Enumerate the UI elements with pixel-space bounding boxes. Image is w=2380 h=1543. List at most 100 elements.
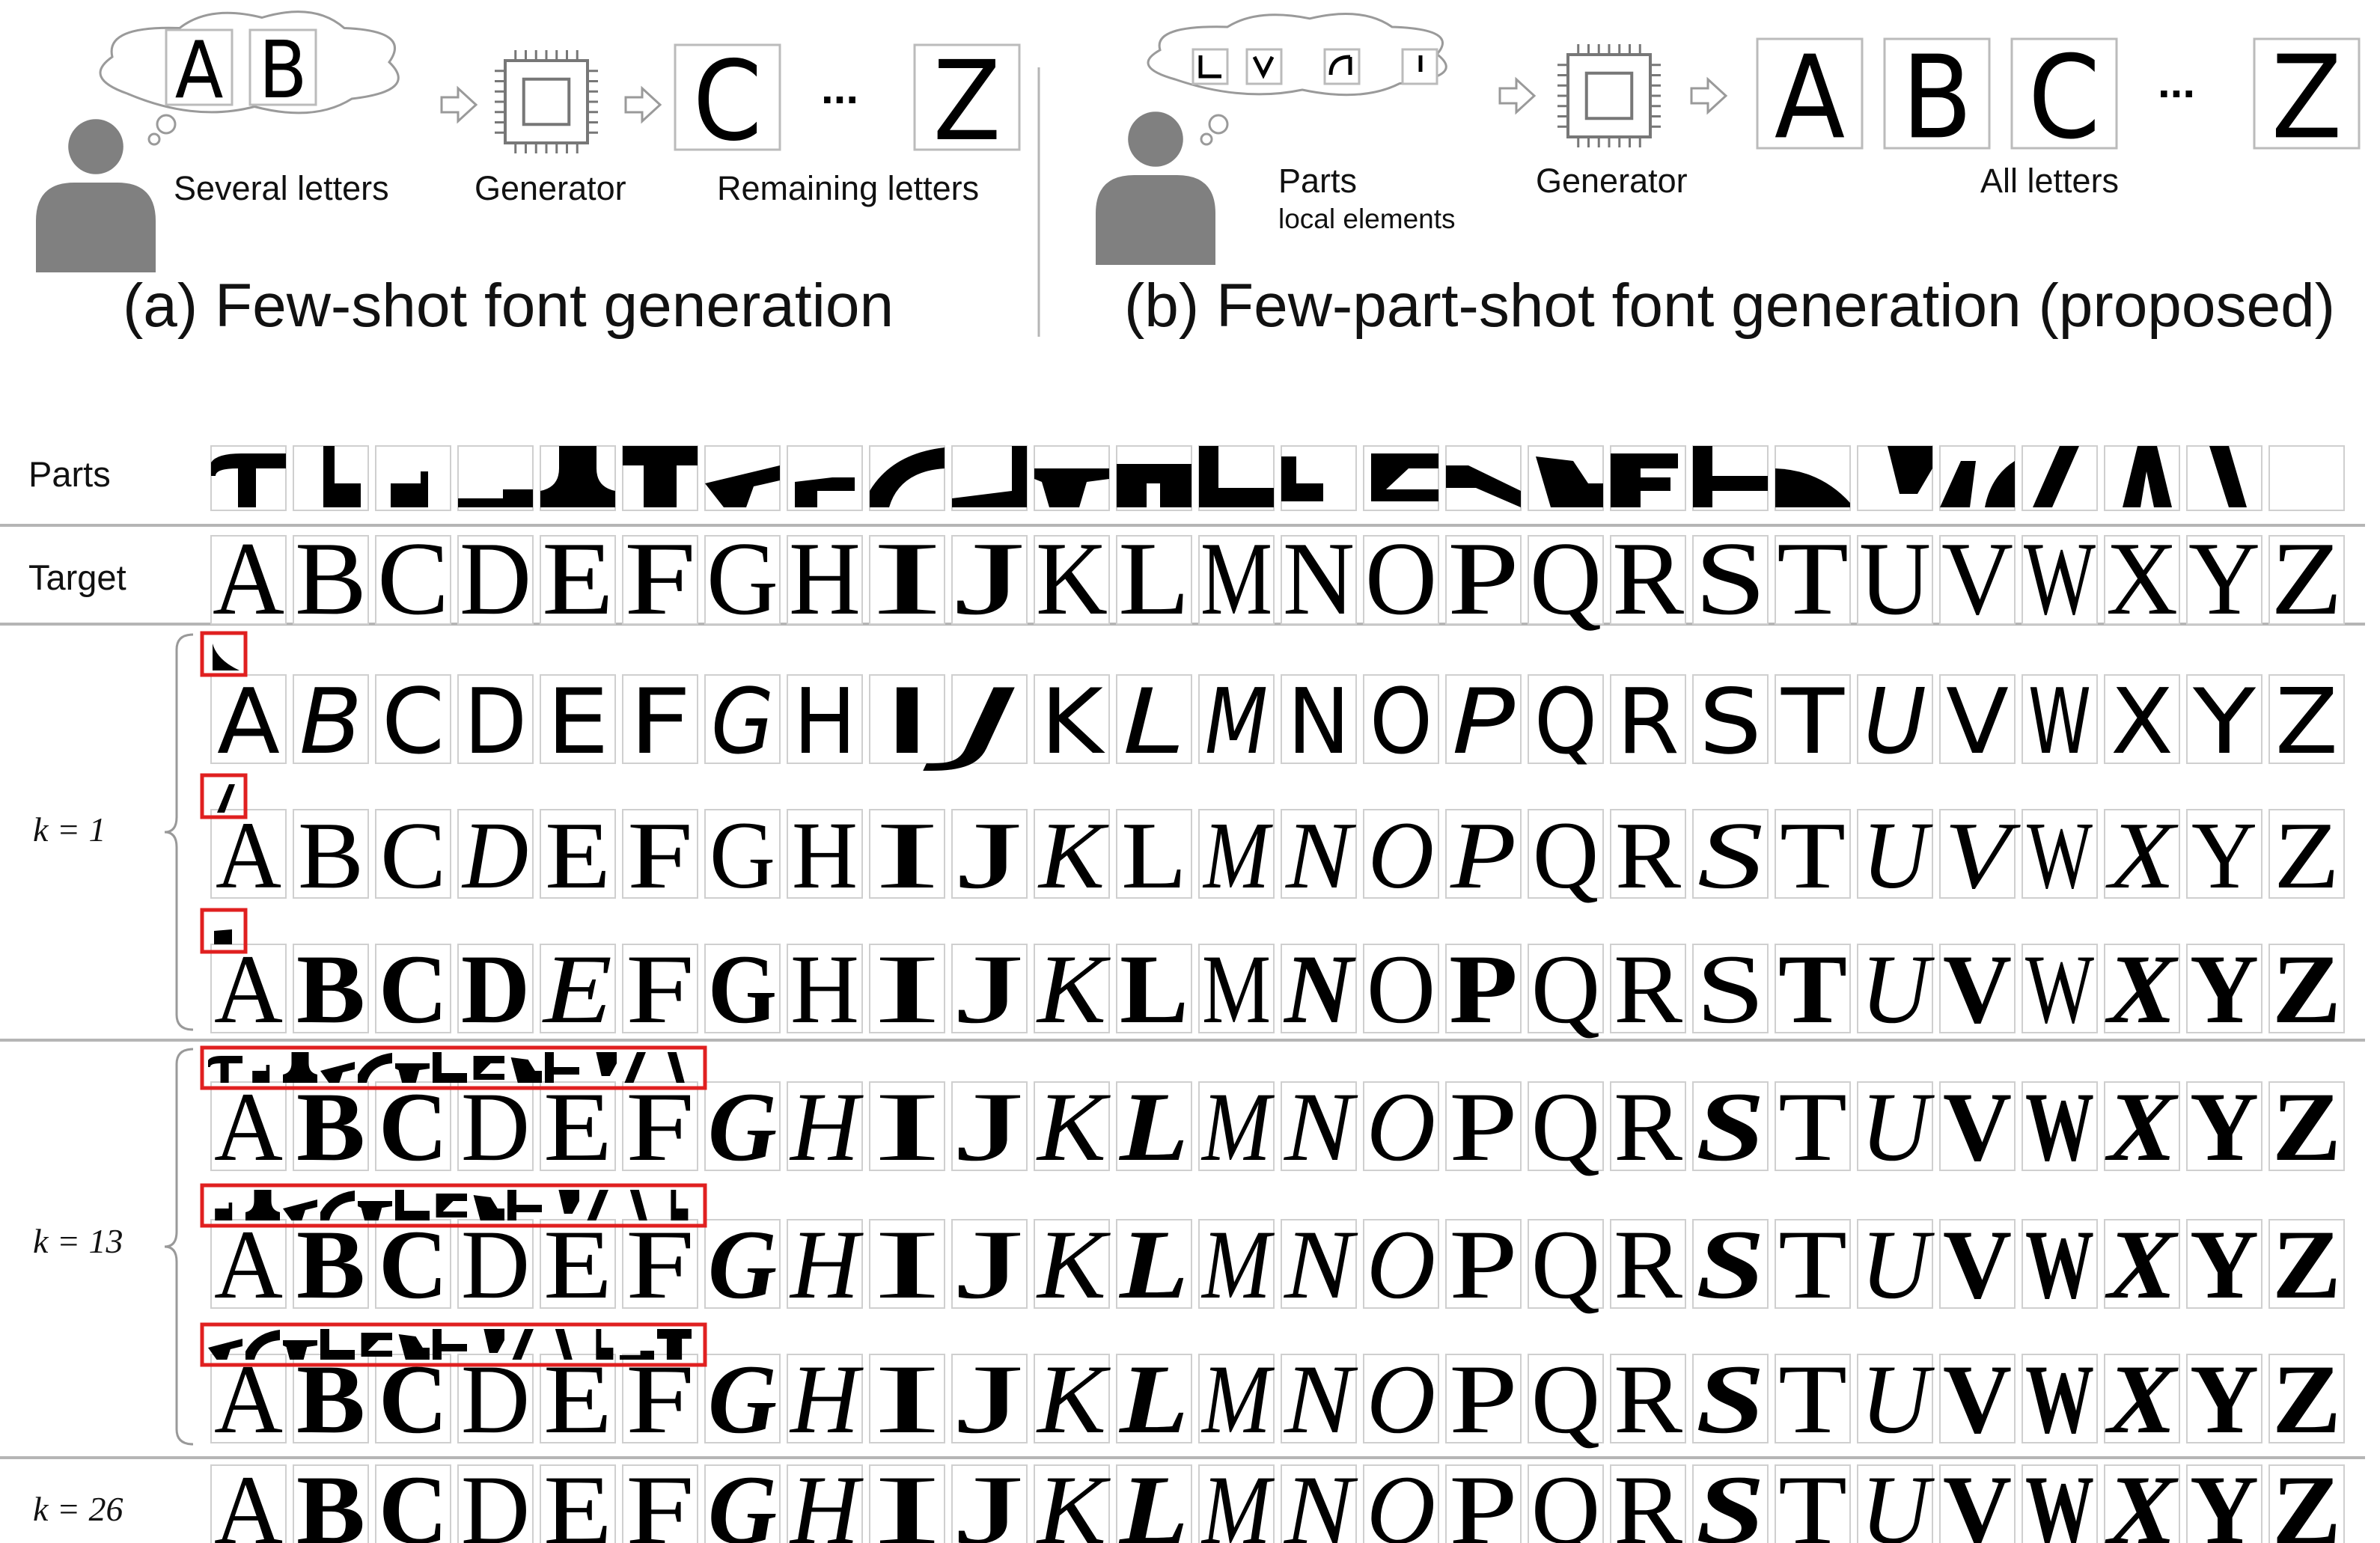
- label-parts: Parts: [1278, 162, 1358, 200]
- glyph-cell: [1445, 1464, 1522, 1543]
- k1-row3-letter-u: U: [1861, 934, 1935, 1044]
- glyph-cell: [2186, 674, 2262, 764]
- k1-row1-letter-y: Y: [2192, 670, 2257, 774]
- glyph-cell: [1610, 674, 1686, 764]
- selected-part-fragment: [510, 1057, 542, 1083]
- glyph-cell: [375, 1081, 451, 1171]
- glyph-cell: [457, 809, 534, 899]
- glyph-cell: [1692, 1354, 1769, 1443]
- k1-row1-letter-z: Z: [2275, 670, 2338, 774]
- k1-row3-letter-t: T: [1778, 934, 1847, 1044]
- glyph-cell: [1198, 535, 1275, 625]
- glyph-cell: [787, 1464, 863, 1543]
- glyph-cell: [457, 1219, 534, 1309]
- k13-row3-letter-l: L: [1119, 1344, 1189, 1454]
- k1-row1-letter-a: A: [217, 670, 280, 774]
- glyph-cell: [2186, 1081, 2262, 1171]
- k13-row2-letter-g: G: [708, 1209, 777, 1319]
- k1-row2-letter-j: J: [956, 802, 1022, 908]
- k13-row3-letter-p: P: [1449, 1344, 1518, 1454]
- glyph-cell: [1610, 1354, 1686, 1443]
- letter-box: [674, 43, 781, 151]
- selected-part-fragment: [624, 1052, 646, 1083]
- target-letter-i: I: [871, 521, 943, 637]
- highlight-box: [200, 908, 248, 954]
- k26-letter-a: A: [214, 1455, 283, 1543]
- k13-row1-letter-v: V: [1943, 1072, 2012, 1182]
- selected-part-fragment: [358, 1053, 392, 1083]
- glyph-cell: [210, 944, 287, 1033]
- glyph-cell: [951, 1354, 1028, 1443]
- glyph-cell: [1363, 535, 1439, 625]
- k26-letter-u: U: [1861, 1455, 1935, 1543]
- k26-letter-j: J: [955, 1455, 1024, 1543]
- glyph-cell: [869, 809, 945, 899]
- selected-part-fragment: [252, 1065, 270, 1083]
- glyph-cell: [375, 674, 451, 764]
- glyph-cell: [951, 1219, 1028, 1309]
- k13-row3-letter-i: I: [873, 1344, 942, 1454]
- label-local-elements: local elements: [1278, 204, 1456, 234]
- glyph-cell: [2268, 1464, 2345, 1543]
- glyph-cell: [1116, 535, 1192, 625]
- glyph-cell: [210, 535, 287, 625]
- glyph-cell: [1034, 809, 1110, 899]
- selected-part-fragment: [320, 1191, 355, 1220]
- glyph-cell: [787, 1354, 863, 1443]
- part-fragment: [1693, 446, 1768, 507]
- glyph-cell: [622, 1219, 698, 1309]
- glyph-cell: [1692, 535, 1769, 625]
- glyph-cell: [1198, 1464, 1275, 1543]
- caption-a: (a) Few-shot font generation: [123, 272, 894, 340]
- glyph-cell: [951, 674, 1028, 764]
- k13-row3-letter-x: X: [2105, 1344, 2179, 1454]
- glyph-cell: [1198, 674, 1275, 764]
- k26-letter-e: E: [543, 1455, 612, 1543]
- target-letter-g: G: [707, 521, 778, 637]
- glyph-cell: [1939, 535, 2016, 625]
- selected-part-fragment: [217, 784, 235, 813]
- k1-row2-letter-z: Z: [2274, 802, 2340, 908]
- k13-row3-letter-b: B: [296, 1344, 365, 1454]
- glyph-cell: [1363, 1081, 1439, 1171]
- k26-letter-c: C: [379, 1455, 448, 1543]
- selected-part-fragment: [395, 1190, 430, 1220]
- glyph-cell: [869, 1354, 945, 1443]
- k1-row1-letter-k: K: [1040, 670, 1106, 774]
- k26-letter-x: X: [2105, 1455, 2179, 1543]
- target-letter-r: R: [1612, 521, 1685, 637]
- k1-row3-letter-h: H: [790, 934, 859, 1044]
- glyph-cell: [540, 809, 616, 899]
- glyph-cell: [2104, 674, 2180, 764]
- glyph-cell: [1116, 809, 1192, 899]
- k1-row2-letter-r: R: [1615, 802, 1682, 908]
- k1-row3-letter-i: I: [873, 934, 942, 1044]
- k26-letter-z: Z: [2272, 1455, 2341, 1543]
- glyph-cell: [2186, 1464, 2262, 1543]
- row-label-target: Target: [28, 557, 126, 597]
- k13-row1-letter-j: J: [955, 1072, 1024, 1182]
- selected-part-fragment: [214, 929, 232, 944]
- glyph-cell: [787, 674, 863, 764]
- glyph-cell: [1775, 944, 1851, 1033]
- k1-row3-letter-k: K: [1036, 934, 1111, 1044]
- glyph-cell: [457, 1354, 534, 1443]
- glyph-cell: [2186, 809, 2262, 899]
- k26-letter-l: L: [1119, 1455, 1189, 1543]
- part-fragment: [2033, 446, 2079, 507]
- glyph-cell: [704, 1354, 781, 1443]
- k1-row2-letter-b: B: [298, 802, 364, 908]
- k13-row2-letter-l: L: [1119, 1209, 1189, 1319]
- glyph-cell: [1034, 1219, 1110, 1309]
- k1-row1-letter-c: C: [382, 670, 445, 774]
- k1-row1-letter-s: S: [1699, 670, 1762, 774]
- k1-row2-letter-n: N: [1285, 802, 1357, 908]
- k1-row3-letter-w: W: [2025, 934, 2094, 1044]
- k1-row2-letter-l: L: [1121, 802, 1187, 908]
- selected-part-fragment: [587, 1190, 608, 1220]
- letter-box: [1756, 37, 1864, 150]
- glyph-cell: [1281, 1081, 1357, 1171]
- k13-row1-letter-t: T: [1778, 1072, 1847, 1182]
- highlight-box: [200, 773, 248, 819]
- selected-part-fragment: [667, 1052, 685, 1083]
